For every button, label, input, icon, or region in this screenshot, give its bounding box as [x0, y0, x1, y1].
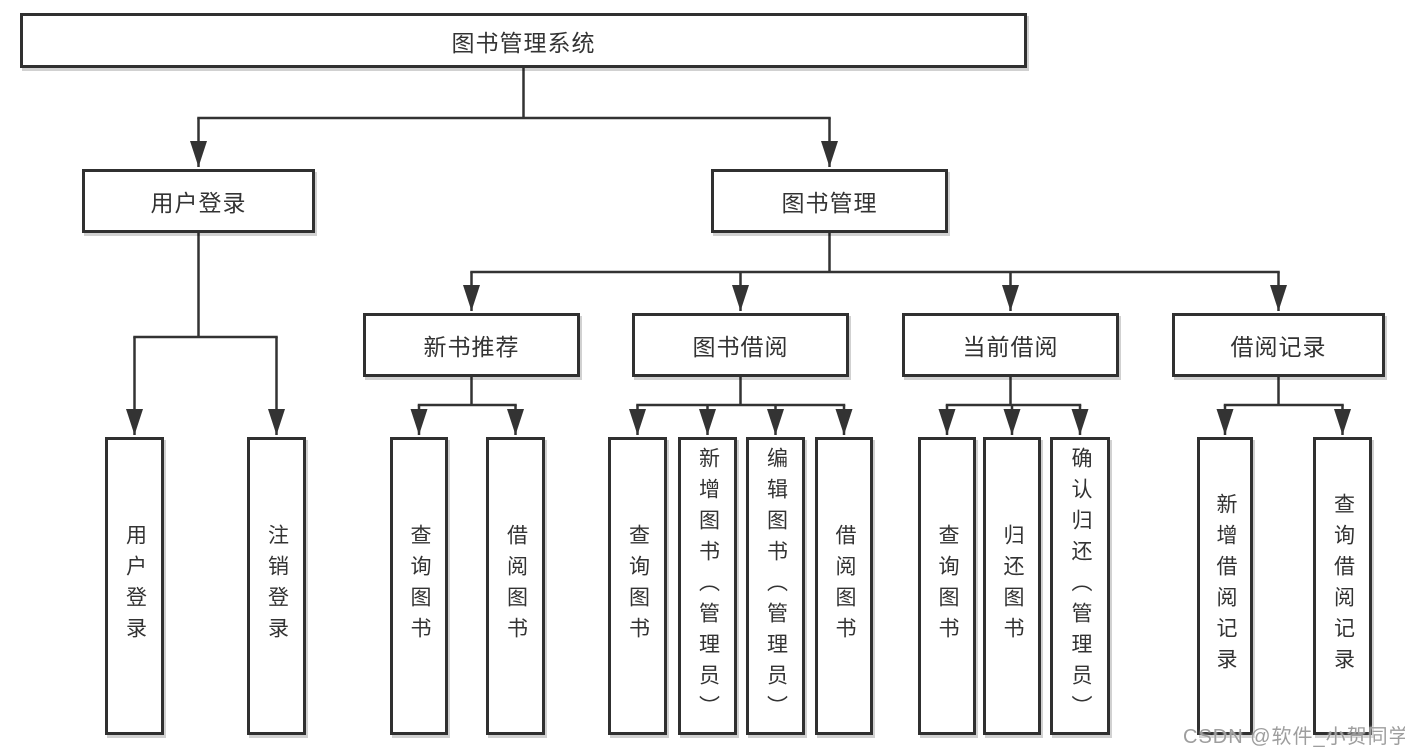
node-leaf-query-books-current: 查询图书	[918, 437, 976, 735]
node-borrowing-records: 借阅记录	[1172, 313, 1385, 377]
node-label: 归还图书	[1001, 524, 1024, 648]
node-label: 借阅图书	[833, 524, 856, 648]
node-book-borrowing: 图书借阅	[632, 313, 849, 377]
node-label: 图书管理系统	[451, 29, 596, 56]
node-leaf-edit-books-admin: 编辑图书（管理员）	[746, 437, 805, 735]
node-label: 图书管理	[781, 190, 878, 216]
node-label: 用户登录	[123, 524, 147, 648]
node-leaf-return-books: 归还图书	[983, 437, 1041, 735]
node-label: 查询图书	[408, 524, 431, 648]
node-label: 编辑图书（管理员）	[764, 446, 788, 726]
node-book-management: 图书管理	[711, 169, 948, 233]
node-label: 用户登录	[150, 190, 247, 216]
node-leaf-query-books-rec: 查询图书	[390, 437, 448, 735]
node-library-management-system: 图书管理系统	[20, 13, 1027, 68]
csdn-watermark: CSDN @软件_小贺同学	[1183, 726, 1405, 747]
node-label: 查询借阅记录	[1331, 493, 1355, 679]
node-label: 注销登录	[265, 524, 289, 648]
node-leaf-query-books-borrow: 查询图书	[608, 437, 667, 735]
node-current-borrowing: 当前借阅	[902, 313, 1119, 377]
node-leaf-borrow-books-rec: 借阅图书	[486, 437, 545, 735]
node-leaf-add-books-admin: 新增图书（管理员）	[678, 437, 737, 735]
node-leaf-confirm-return-admin: 确认归还（管理员）	[1050, 437, 1110, 735]
node-label: 新书推荐	[423, 334, 520, 360]
node-leaf-add-borrow-record: 新增借阅记录	[1197, 437, 1253, 735]
node-label: 新增借阅记录	[1214, 493, 1237, 679]
node-label: 图书借阅	[692, 334, 789, 360]
node-label: 确认归还（管理员）	[1069, 446, 1092, 726]
node-leaf-logout: 注销登录	[247, 437, 306, 735]
node-label: 新增图书（管理员）	[696, 446, 720, 726]
node-new-book-recommendation: 新书推荐	[363, 313, 580, 377]
node-label: 查询图书	[626, 524, 650, 648]
node-label: 查询图书	[936, 524, 959, 648]
node-user-login: 用户登录	[82, 169, 315, 233]
node-leaf-user-login: 用户登录	[105, 437, 164, 735]
node-label: 借阅记录	[1230, 334, 1327, 360]
node-leaf-query-borrow-record: 查询借阅记录	[1313, 437, 1372, 735]
node-label: 借阅图书	[504, 524, 528, 648]
node-leaf-borrow-books: 借阅图书	[815, 437, 873, 735]
node-label: 当前借阅	[962, 334, 1059, 360]
